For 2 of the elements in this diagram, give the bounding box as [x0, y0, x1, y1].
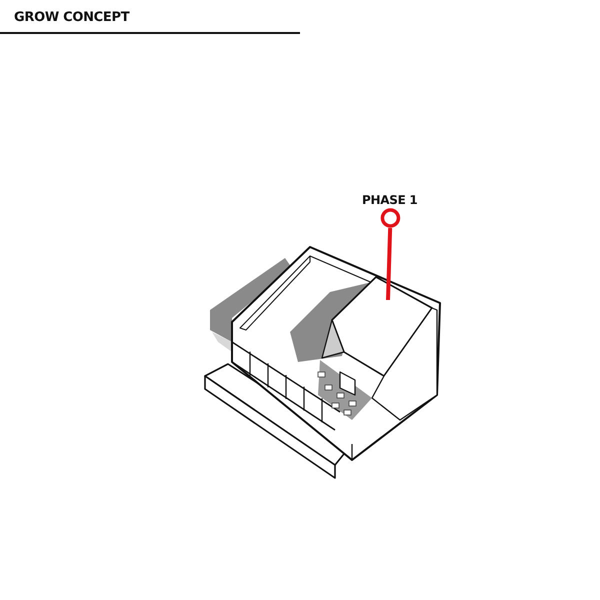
phase-label: PHASE 1 [362, 193, 418, 207]
title: GROW CONCEPT [14, 10, 130, 25]
